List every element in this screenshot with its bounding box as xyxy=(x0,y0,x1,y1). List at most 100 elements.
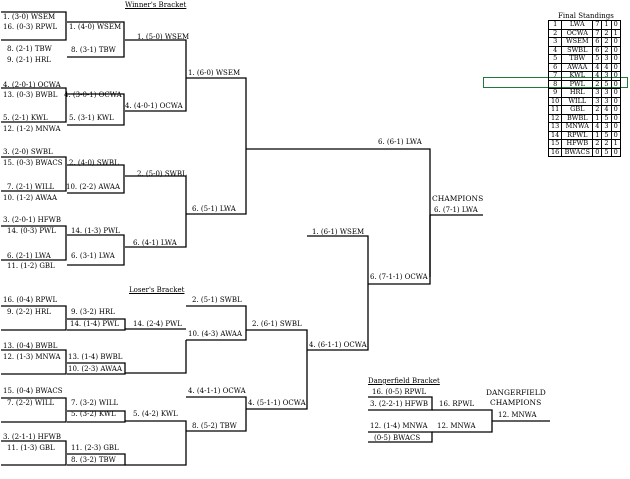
standings-cell-b[interactable]: 2 xyxy=(601,37,612,47)
standings-cell-c[interactable]: 0 xyxy=(610,122,621,132)
standings-cell-seed[interactable]: 11 xyxy=(547,105,563,115)
dangerfield-champions-title-1: DANGERFIELD xyxy=(486,388,546,397)
standings-cell-seed[interactable]: 7 xyxy=(547,71,563,81)
standings-cell-team[interactable]: BWACS xyxy=(561,147,594,157)
standings-cell-c[interactable]: 0 xyxy=(610,20,621,30)
standings-cell-team[interactable]: TBW xyxy=(561,54,594,64)
standings-cell-seed[interactable]: 1 xyxy=(547,20,563,30)
standings-cell-a[interactable]: 4 xyxy=(592,122,603,132)
standings-cell-b[interactable]: 3 xyxy=(601,122,612,132)
winners-bracket-title: Winner's Bracket xyxy=(125,1,187,9)
standings-cell-a[interactable]: 6 xyxy=(592,37,603,47)
bracket-entry: 3. (2-0-1) HFWB xyxy=(3,216,61,224)
standings-cell-c[interactable]: 0 xyxy=(610,71,621,81)
bracket-entry: 2. (5-0) SWBL xyxy=(137,170,187,178)
bracket-entry: 13. (1-4) BWBL xyxy=(68,353,123,361)
bracket-entry: 4. (5-1-1) OCWA xyxy=(248,399,306,407)
standings-cell-a[interactable]: 2 xyxy=(592,139,603,149)
bracket-entry: 3. (2-0) SWBL xyxy=(3,148,53,156)
standings-cell-a[interactable]: 7 xyxy=(592,20,603,30)
standings-cell-c[interactable]: 0 xyxy=(610,105,621,115)
bracket-entry: 12. (1-4) MNWA xyxy=(370,422,428,430)
standings-cell-b[interactable]: 1 xyxy=(601,20,612,30)
standings-cell-c[interactable]: 0 xyxy=(610,54,621,64)
bracket-entry: 10. (2-3) AWAA xyxy=(68,365,123,373)
standings-cell-team[interactable]: MNWA xyxy=(561,122,594,132)
bracket-entry: 16. RPWL xyxy=(439,400,475,408)
standings-cell-b[interactable]: 3 xyxy=(601,71,612,81)
bracket-entry: 5. (3-2) KWL xyxy=(71,410,116,418)
bracket-entry: 5. (2-1) KWL xyxy=(3,114,48,122)
standings-cell-a[interactable]: 5 xyxy=(592,54,603,64)
bracket-entry: 10. (2-2) AWAA xyxy=(66,183,121,191)
dangerfield-champions-title-2: CHAMPIONS xyxy=(490,398,542,407)
bracket-entry: 15. (0-3) BWACS xyxy=(3,159,63,167)
bracket-entry: 1. (6-0) WSEM xyxy=(188,69,241,77)
bracket-entry: 9. (3-2) HRL xyxy=(71,308,115,316)
bracket-entry: 11. (2-3) GBL xyxy=(71,444,119,452)
losers-bracket-title: Loser's Bracket xyxy=(129,286,185,294)
bracket-entry: 12. MNWA xyxy=(437,422,476,430)
standings-cell-c[interactable]: 1 xyxy=(610,139,621,149)
standings-cell-team[interactable]: KWL xyxy=(561,71,594,81)
bracket-entry: 4. (2-0-1) OCWA xyxy=(3,81,61,89)
bracket-entry: 13. (0-4) BWBL xyxy=(3,342,58,350)
standings-cell-a[interactable]: 4 xyxy=(592,71,603,81)
bracket-entry: 15. (0-4) BWACS xyxy=(3,387,63,395)
standings-cell-team[interactable]: LWA xyxy=(561,20,594,30)
standings-cell-a[interactable]: 0 xyxy=(592,147,603,157)
bracket-entry: 1. (5-0) WSEM xyxy=(137,33,190,41)
bracket-entry: 10. (1-2) AWAA xyxy=(3,194,58,202)
standings-cell-seed[interactable]: 9 xyxy=(547,88,563,98)
dangerfield-bracket-title: Dangerfield Bracket xyxy=(368,377,440,385)
standings-cell-b[interactable]: 3 xyxy=(601,88,612,98)
bracket-entry: 8. (3-2) TBW xyxy=(71,456,116,464)
standings-cell-team[interactable]: WSEM xyxy=(561,37,594,47)
bracket-entry: 7. (3-2) WILL xyxy=(71,399,119,407)
standings-cell-seed[interactable]: 16 xyxy=(547,147,563,157)
bracket-entry: 8. (2-1) TBW xyxy=(7,45,52,53)
bracket-entry: 2. (6-1) SWBL xyxy=(252,320,302,328)
standings-cell-a[interactable]: 3 xyxy=(592,88,603,98)
champion-entry: 6. (7-1) LWA xyxy=(434,206,478,214)
standings-cell-seed[interactable]: 15 xyxy=(547,139,563,149)
standings-cell-b[interactable]: 5 xyxy=(601,147,612,157)
standings-cell-c[interactable]: 0 xyxy=(610,37,621,47)
standings-cell-b[interactable]: 2 xyxy=(601,139,612,149)
bracket-entry: 1. (3-0) WSEM xyxy=(3,13,56,21)
bracket-entry: 3. (2-2-1) HFWB xyxy=(370,400,428,408)
bracket-entry: 14. (1-3) PWL xyxy=(71,227,120,235)
standings-cell-team[interactable]: GBL xyxy=(561,105,594,115)
standings-cell-seed[interactable]: 13 xyxy=(547,122,563,132)
standings-cell-b[interactable]: 3 xyxy=(601,54,612,64)
standings-cell-team[interactable]: HRL xyxy=(561,88,594,98)
standings-cell-a[interactable]: 2 xyxy=(592,105,603,115)
bracket-entry: 2. (4-0) SWBL xyxy=(69,159,119,167)
bracket-entry: 14. (0-3) PWL xyxy=(7,227,56,235)
standings-cell-seed[interactable]: 3 xyxy=(547,37,563,47)
bracket-entry: 5. (3-1) KWL xyxy=(69,114,114,122)
standings-cell-c[interactable]: 0 xyxy=(610,88,621,98)
bracket-entry: 5. (4-2) KWL xyxy=(133,410,178,418)
standings-cell-c[interactable]: 0 xyxy=(610,147,621,157)
standings-cell-seed[interactable]: 5 xyxy=(547,54,563,64)
champions-title: CHAMPIONS xyxy=(432,194,484,203)
bracket-entry: 16. (0-3) RPWL xyxy=(3,23,58,31)
bracket-entry: 3. (2-1-1) HFWB xyxy=(3,433,61,441)
bracket-entry: 10. (4-3) AWAA xyxy=(188,330,243,338)
bracket-entry: 8. (5-2) TBW xyxy=(192,422,237,430)
bracket-entry: 6. (5-1) LWA xyxy=(192,205,236,213)
standings-cell-b[interactable]: 4 xyxy=(601,105,612,115)
bracket-entry: 1. (6-1) WSEM xyxy=(312,228,365,236)
standings-cell-team[interactable]: HFWB xyxy=(561,139,594,149)
finalist-losers: 6. (7-1-1) OCWA xyxy=(370,273,428,281)
bracket-entry: 13. (0-3) BWBL xyxy=(3,91,58,99)
